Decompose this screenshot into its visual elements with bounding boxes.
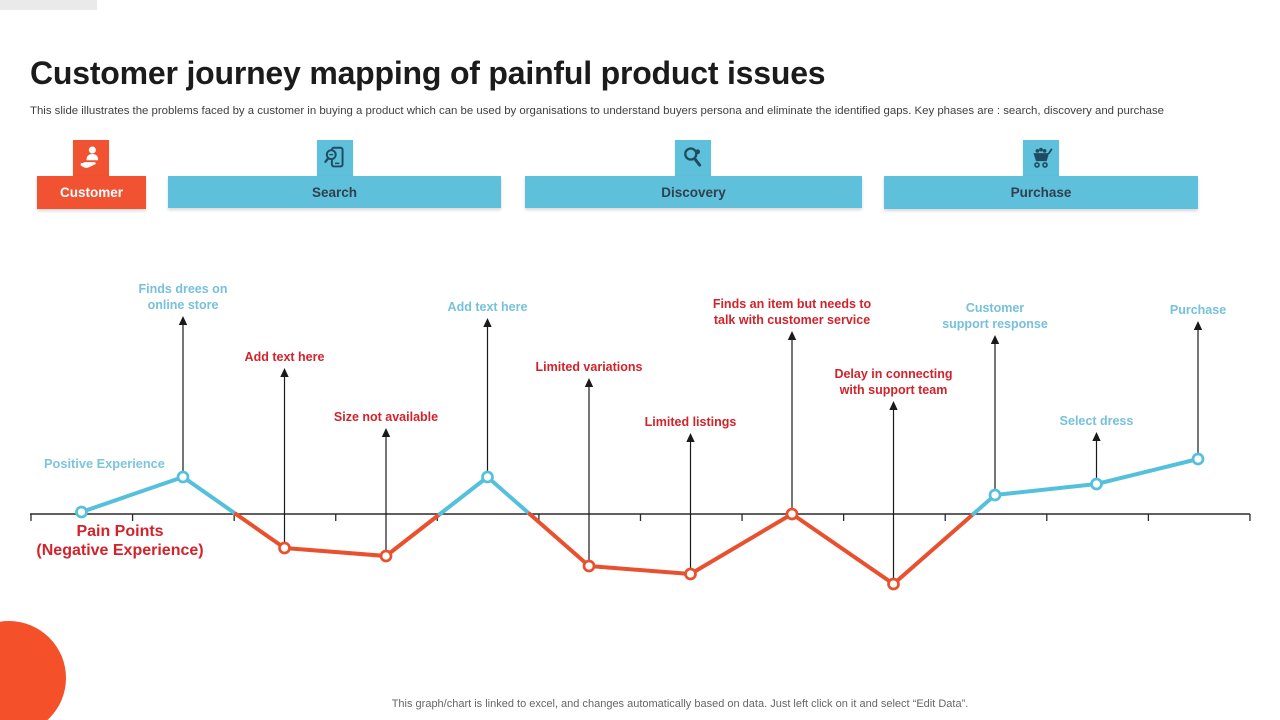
- data-point-marker: [684, 567, 697, 581]
- negative-line-segment: [790, 512, 976, 586]
- phase-bar-purchase: Purchase: [884, 176, 1198, 209]
- phase-bar-search: Search: [168, 176, 501, 208]
- phase-bar-discovery: Discovery: [525, 176, 862, 208]
- annotation-arrow-head: [787, 331, 797, 340]
- phase-label-purchase: Purchase: [1010, 185, 1072, 200]
- positive-line-segment: [79, 475, 238, 516]
- discovery-icon-box: [675, 140, 711, 176]
- page-title: Customer journey mapping of painful prod…: [30, 55, 826, 92]
- footer-note: This graph/chart is linked to excel, and…: [391, 698, 969, 710]
- annotation-arrow-head: [584, 378, 594, 387]
- annotation-arrow-head: [1092, 432, 1101, 441]
- annotation-arrow-head: [483, 318, 492, 327]
- negative-series-label: Pain Points (Negative Experience): [32, 523, 208, 560]
- negative-line-segment: [527, 512, 794, 576]
- phase-label-customer: Customer: [59, 185, 123, 200]
- phase-bar-customer: Customer: [37, 176, 146, 209]
- data-point-marker: [176, 470, 190, 484]
- data-point-marker: [1090, 477, 1103, 491]
- data-point-marker: [785, 507, 799, 521]
- negative-series-label-line2: (Negative Experience): [36, 541, 204, 559]
- positive-line-segment: [971, 457, 1200, 516]
- annotation-arrow-head: [686, 433, 695, 442]
- data-point-marker: [481, 470, 494, 484]
- annotation-arrow-head: [381, 428, 391, 437]
- purchase-icon-box: [1023, 140, 1059, 176]
- search-icon-box: [317, 140, 353, 176]
- annotation-arrow-head: [990, 335, 1000, 344]
- customer-care-icon: [80, 146, 99, 168]
- positive-series-label: Positive Experience: [44, 456, 165, 471]
- phase-label-search: Search: [311, 184, 358, 200]
- top-left-gray-strip: [0, 0, 97, 10]
- annotation-arrow-head: [1193, 321, 1203, 330]
- shopping-cart-icon: [1033, 147, 1053, 168]
- data-point-marker: [582, 559, 596, 573]
- page-subtitle: This slide illustrates the problems face…: [30, 105, 1165, 118]
- annotation-arrow-head: [280, 368, 289, 377]
- phase-label-discovery: Discovery: [661, 184, 726, 200]
- data-point-marker: [887, 577, 900, 591]
- data-point-marker: [75, 505, 88, 519]
- customer-icon-box: [73, 140, 109, 176]
- mobile-search-icon: [324, 146, 344, 168]
- negative-series-label-line1: Pain Points: [76, 523, 164, 540]
- annotation-arrow-head: [178, 316, 188, 325]
- data-point-marker: [278, 541, 291, 555]
- negative-line-segment: [233, 512, 442, 558]
- magnifier-icon: [684, 147, 702, 167]
- annotation-arrow-head: [889, 401, 898, 410]
- data-point-marker: [379, 549, 393, 563]
- data-point-marker: [988, 488, 1002, 502]
- data-point-marker: [1191, 452, 1205, 466]
